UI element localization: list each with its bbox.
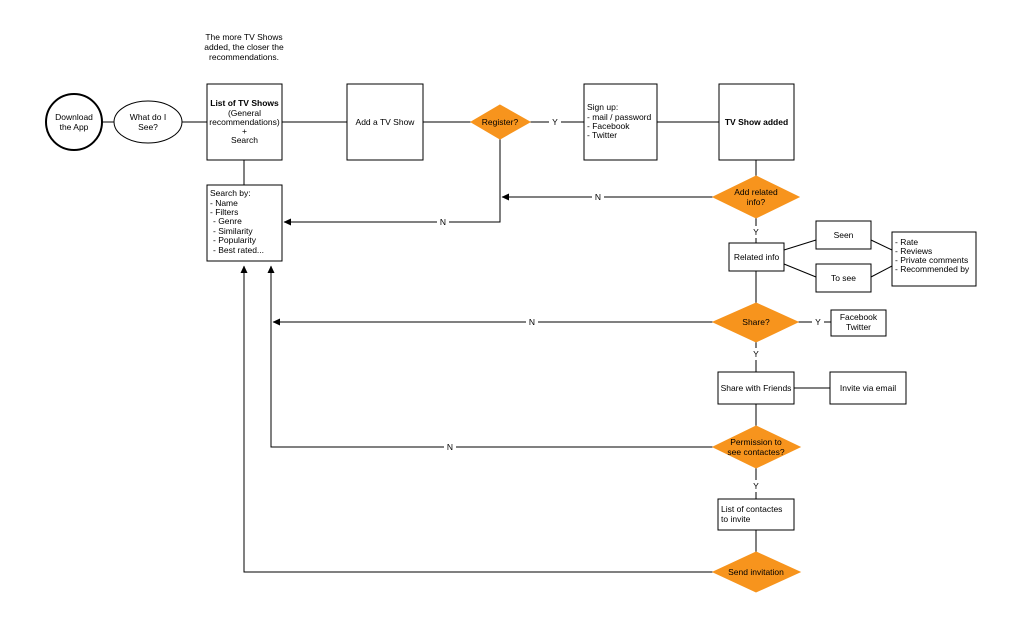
node-add-related-decision: Add related info? [711, 175, 801, 219]
searchby-line-1: Search by: [210, 188, 251, 198]
note-line-2: added, the closer the [204, 42, 284, 52]
edge-relatedinfo-tosee [783, 263, 817, 278]
connectors [102, 121, 893, 573]
searchby-line-6: - Popularity [213, 235, 257, 245]
edge-label-share-yes-right: Y [815, 317, 821, 327]
list-line-1: (General [228, 108, 261, 118]
to-see-label: To see [831, 273, 856, 283]
add-related-line-1: Add related [734, 187, 778, 197]
invite-email-label: Invite via email [840, 383, 896, 393]
node-what-do-i-see: What do I See? [113, 100, 183, 144]
node-permission-decision: Permission to see contactes? [711, 425, 802, 469]
add-tv-show-label: Add a TV Show [356, 117, 416, 127]
permission-line-2: see contactes? [727, 447, 784, 457]
edge-register-no [283, 139, 501, 226]
edge-relatedinfo-seen [783, 239, 817, 251]
list-line-2: recommendations) [209, 117, 280, 127]
related-info-label: Related info [734, 252, 780, 262]
whatdoisee-line-1: What do I [130, 112, 166, 122]
edge-label-permission-no: N [447, 442, 453, 452]
note-recommendations: The more TV Shows added, the closer the … [204, 32, 284, 62]
edge-tosee-ratings [870, 265, 893, 278]
node-share-friends: Share with Friends [717, 371, 795, 405]
node-download-app: Download the App [45, 93, 103, 151]
node-tv-show-added: TV Show added [718, 83, 795, 161]
node-search-by: Search by: - Name - Filters - Genre - Si… [206, 184, 283, 262]
ratings-line-2: - Reviews [895, 246, 932, 256]
signup-line-3: - Facebook [587, 121, 630, 131]
register-label: Register? [482, 117, 519, 127]
signup-line-1: Sign up: [587, 102, 618, 112]
node-related-info: Related info [728, 242, 785, 272]
edge-label-share-no: N [529, 317, 535, 327]
node-add-tv-show: Add a TV Show [346, 83, 424, 161]
node-share-targets: Facebook Twitter [830, 309, 887, 337]
node-seen: Seen [815, 220, 872, 250]
edge-seen-ratings [870, 239, 893, 251]
searchby-line-2: - Name [210, 198, 238, 208]
download-line-1: Download [55, 112, 93, 122]
list-title: List of TV Shows [210, 98, 279, 108]
tv-show-added-label: TV Show added [725, 117, 788, 127]
edge-label-related-yes: Y [753, 227, 759, 237]
ratings-line-1: - Rate [895, 237, 918, 247]
share-target-facebook: Facebook [840, 312, 878, 322]
searchby-line-4: - Genre [213, 216, 242, 226]
searchby-line-7: - Best rated... [213, 245, 264, 255]
ratings-line-4: - Recommended by [895, 264, 970, 274]
searchby-line-3: - Filters [210, 207, 238, 217]
share-label: Share? [742, 317, 770, 327]
edge-label-register-no: N [440, 217, 446, 227]
node-send-invitation: Send invitation [711, 551, 802, 593]
node-ratings: - Rate - Reviews - Private comments - Re… [891, 231, 977, 287]
ratings-line-3: - Private comments [895, 255, 968, 265]
share-friends-label: Share with Friends [721, 383, 792, 393]
note-line-1: The more TV Shows [205, 32, 282, 42]
edge-send-loop [240, 265, 713, 573]
edge-label-permission-yes: Y [753, 481, 759, 491]
node-share-decision: Share? [711, 302, 800, 343]
node-contacts-list: List of contactes to invite [717, 498, 795, 531]
edge-label-related-no: N [595, 192, 601, 202]
permission-line-1: Permission to [730, 437, 782, 447]
searchby-line-5: - Similarity [213, 226, 253, 236]
contacts-line-2: to invite [721, 514, 751, 524]
edge-permission-no [267, 265, 713, 448]
download-line-2: the App [60, 122, 89, 132]
node-invite-email: Invite via email [829, 371, 907, 405]
share-target-twitter: Twitter [846, 322, 871, 332]
node-to-see: To see [815, 263, 872, 293]
node-register-decision: Register? [470, 104, 532, 140]
whatdoisee-line-2: See? [138, 122, 158, 132]
send-invitation-label: Send invitation [728, 567, 784, 577]
seen-label: Seen [834, 230, 854, 240]
edge-label-register-yes: Y [552, 117, 558, 127]
edge-label-share-yes-down: Y [753, 349, 759, 359]
add-related-line-2: info? [747, 197, 766, 207]
node-list-tv-shows: List of TV Shows (General recommendation… [206, 83, 283, 161]
edge-labels: Y N N Y N Y Y N Y [437, 116, 824, 492]
list-line-4: Search [231, 135, 258, 145]
signup-line-4: - Twitter [587, 130, 617, 140]
node-signup: Sign up: - mail / password - Facebook - … [583, 83, 658, 161]
note-line-3: recommendations. [209, 52, 279, 62]
contacts-line-1: List of contactes [721, 504, 782, 514]
list-line-3: + [242, 126, 247, 136]
signup-line-2: - mail / password [587, 112, 652, 122]
